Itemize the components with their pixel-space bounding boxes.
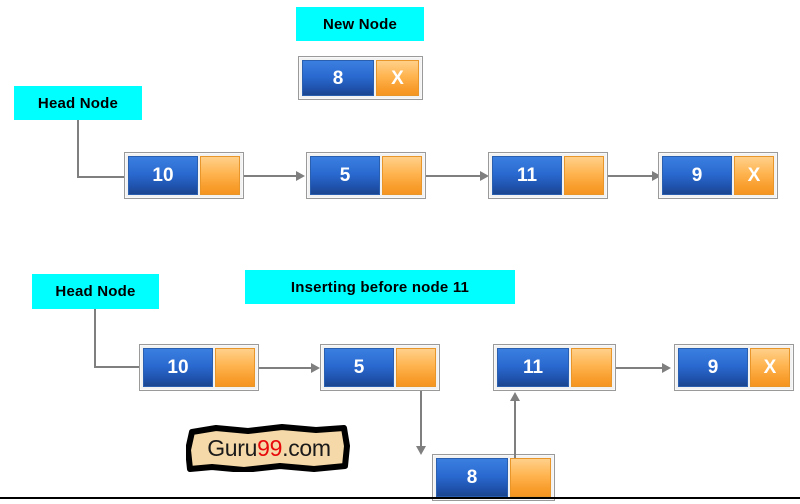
inserted-node-8: 8 — [432, 454, 555, 501]
node-data-cell: 10 — [128, 156, 198, 195]
operation-label: Inserting before node 11 — [245, 270, 515, 304]
node-data-cell: 11 — [492, 156, 562, 195]
list-after-node-0: 10 — [139, 344, 259, 391]
node-pointer-cell: X — [734, 156, 774, 195]
new-node-label: New Node — [296, 7, 424, 41]
arrow-head-2-3 — [652, 171, 661, 181]
arrow-head-0-1 — [296, 171, 305, 181]
list-before-node-3: 9 X — [658, 152, 778, 199]
head-node-label-top-text: Head Node — [37, 94, 119, 112]
arrow-head-8-to-11 — [510, 392, 520, 401]
bottom-divider — [0, 497, 800, 499]
list-before-node-0: 10 — [124, 152, 244, 199]
list-before-node-1: 5 — [306, 152, 426, 199]
arrow-line-5-to-8 — [420, 391, 422, 448]
arrow-line-after-2-3 — [616, 367, 668, 369]
list-after-node-3: 9 X — [674, 344, 794, 391]
node-pointer-cell — [396, 348, 436, 387]
head-connector-vertical-bottom — [94, 309, 96, 368]
head-node-label-top: Head Node — [14, 86, 142, 120]
watermark-part-3: .com — [282, 434, 331, 461]
list-after-node-1: 5 — [320, 344, 440, 391]
node-pointer-cell — [571, 348, 612, 387]
arrow-head-1-2 — [480, 171, 489, 181]
arrow-line-2-3 — [608, 175, 658, 177]
node-pointer-cell — [200, 156, 240, 195]
list-before-node-2: 11 — [488, 152, 608, 199]
node-data-cell: 8 — [436, 458, 508, 497]
node-pointer-cell — [510, 458, 551, 497]
head-connector-horizontal-bottom — [94, 366, 140, 368]
node-pointer-cell — [564, 156, 604, 195]
arrow-line-0-1 — [244, 175, 298, 177]
node-pointer-cell — [382, 156, 422, 195]
new-node-label-text: New Node — [322, 15, 398, 33]
arrow-line-1-2 — [426, 175, 482, 177]
node-data-cell: 9 — [678, 348, 748, 387]
new-node-box: 8 X — [298, 56, 423, 100]
head-connector-vertical-top — [77, 120, 79, 178]
arrow-line-after-0-1 — [259, 367, 313, 369]
watermark-part-2: 99 — [257, 434, 283, 461]
node-pointer-cell: X — [750, 348, 790, 387]
head-node-label-bottom-text: Head Node — [55, 283, 136, 300]
node-data-cell: 10 — [143, 348, 213, 387]
node-pointer-cell — [215, 348, 255, 387]
watermark-part-1: Guru — [207, 434, 258, 461]
node-data-cell: 5 — [310, 156, 380, 195]
head-node-label-bottom: Head Node — [32, 274, 159, 309]
node-data-cell: 11 — [497, 348, 569, 387]
list-after-node-2: 11 — [493, 344, 616, 391]
operation-label-text: Inserting before node 11 — [290, 278, 470, 296]
node-data-cell: 5 — [324, 348, 394, 387]
node-data-cell: 9 — [662, 156, 732, 195]
head-connector-horizontal-top — [77, 176, 125, 178]
new-node-data-cell: 8 — [302, 60, 374, 96]
arrow-line-8-to-11 — [514, 400, 516, 458]
arrow-head-5-to-8 — [416, 446, 426, 455]
arrow-head-after-0-1 — [311, 363, 320, 373]
arrow-head-after-2-3 — [662, 363, 671, 373]
new-node-pointer-cell: X — [376, 60, 419, 96]
